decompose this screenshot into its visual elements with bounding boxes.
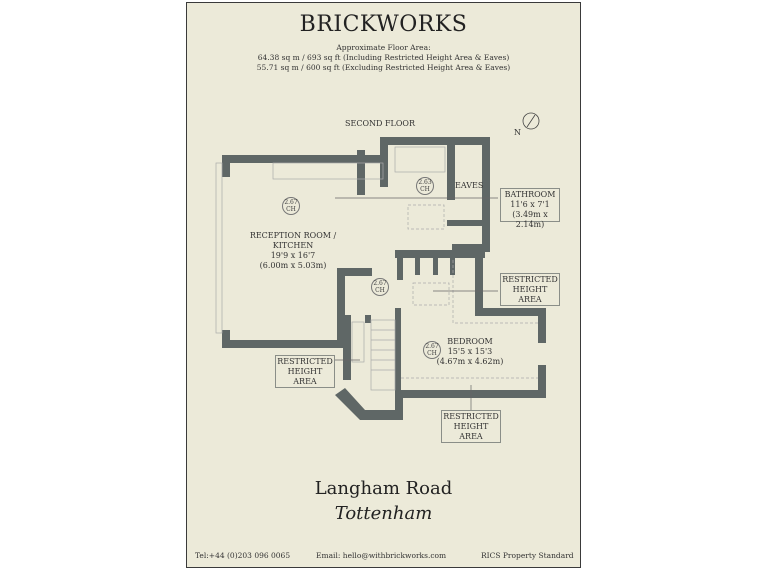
footer-telephone: Tel:+44 (0)203 096 0065: [195, 551, 291, 560]
fixtures: [215, 146, 538, 410]
room-name: RECEPTION ROOM /: [249, 231, 337, 240]
label-line: RESTRICTED: [443, 412, 499, 421]
room-name: BATHROOM: [504, 190, 556, 199]
brand-title: BRICKWORKS: [299, 12, 468, 37]
ceiling-unit: CH: [420, 186, 430, 193]
floor-label: SECOND FLOOR: [345, 119, 415, 128]
reception-room-label: RECEPTION ROOM / KITCHEN 19'9 x 16'7 (6.…: [228, 231, 358, 271]
area-heading: Approximate Floor Area:: [336, 43, 431, 52]
label-line: HEIGHT: [512, 285, 548, 294]
label-line: RESTRICTED: [502, 275, 558, 284]
north-label: N: [514, 128, 521, 137]
ceiling-value: 2.67: [373, 280, 387, 287]
north-compass-icon: [522, 112, 540, 130]
ceiling-unit: CH: [375, 287, 385, 294]
ceiling-unit: CH: [427, 350, 437, 357]
label-line: HEIGHT: [287, 367, 323, 376]
area-including: 64.38 sq m / 693 sq ft (Including Restri…: [257, 53, 510, 62]
label-line: AREA: [459, 432, 483, 441]
ceiling-value: 2.67: [425, 343, 439, 350]
bathroom-label: BATHROOM 11'6 x 7'1 (3.49m x 2.14m): [500, 188, 560, 229]
room-size-metric: (4.67m x 4.62m): [436, 357, 504, 366]
room-size-metric: (3.49m x 2.14m): [512, 210, 548, 229]
room-name: BEDROOM: [447, 337, 493, 346]
room-size-imperial: 15'5 x 15'3: [447, 347, 493, 356]
walls: [222, 137, 546, 420]
label-line: AREA: [293, 377, 317, 386]
address-street: Langham Road: [314, 478, 453, 499]
label-line: HEIGHT: [453, 422, 489, 431]
footer-email[interactable]: Email: hello@withbrickworks.com: [316, 551, 447, 560]
room-name-line2: KITCHEN: [272, 241, 314, 250]
room-size-imperial: 11'6 x 7'1: [510, 200, 550, 209]
bedroom-label: BEDROOM 15'5 x 15'3 (4.67m x 4.62m): [420, 337, 520, 367]
address-area: Tottenham: [334, 503, 433, 524]
room-size-metric: (6.00m x 5.03m): [259, 261, 327, 270]
ceiling-unit: CH: [286, 206, 296, 213]
label-line: AREA: [518, 295, 542, 304]
ceiling-value: 2.67: [284, 199, 298, 206]
eaves-label: EAVES: [455, 181, 484, 190]
area-excluding: 55.71 sq m / 600 sq ft (Excluding Restri…: [256, 63, 511, 72]
label-line: RESTRICTED: [277, 357, 333, 366]
room-size-imperial: 19'9 x 16'7: [270, 251, 316, 260]
ceiling-value: 2.63: [418, 179, 432, 186]
footer-standard: RICS Property Standard: [481, 551, 574, 560]
